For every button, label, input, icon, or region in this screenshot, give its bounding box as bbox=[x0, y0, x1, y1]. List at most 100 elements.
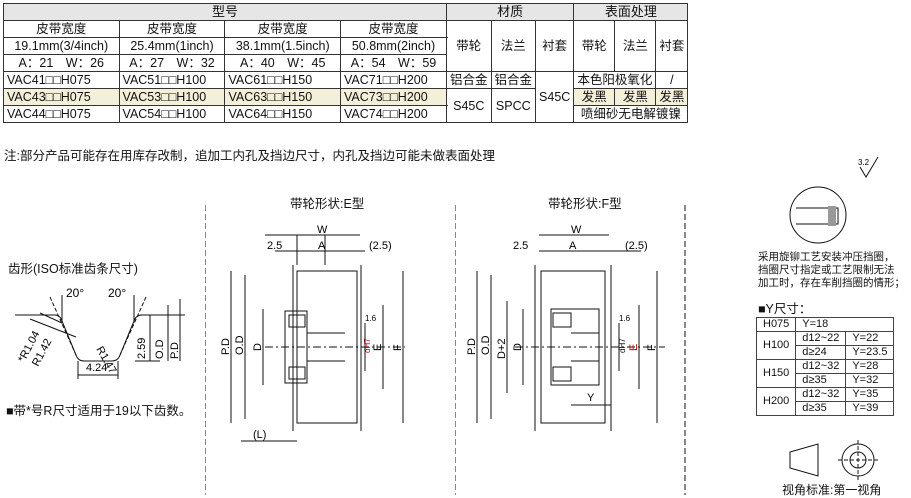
surface-row2-flange: 发黑 bbox=[614, 88, 657, 106]
f-w-label: W bbox=[571, 224, 582, 236]
f-type-drawing: W A 2.5 (2.5) P.D O.D D+2 D dH7 E F Y 1.… bbox=[455, 205, 686, 495]
y-dcond: d12~32 bbox=[795, 387, 847, 402]
width-size: 19.1mm(3/4inch) bbox=[3, 37, 120, 55]
sleeve-label: 衬套 bbox=[535, 20, 575, 72]
y-value: Y=18 bbox=[795, 317, 895, 332]
e-rough: 1.6 bbox=[365, 314, 377, 323]
tooth-pitch: 4.24 bbox=[86, 362, 107, 374]
tooth-title: 齿形(ISO标准齿条尺寸) bbox=[8, 262, 138, 276]
y-value: Y=22 bbox=[845, 331, 895, 346]
model-cell: VAC54□□H100 bbox=[118, 105, 226, 123]
model-cell: VAC41□□H075 bbox=[3, 71, 120, 89]
model-cell: VAC63□□H150 bbox=[224, 88, 342, 106]
material-flange-1: 铝合金 bbox=[490, 71, 537, 89]
model-cell: VAC73□□H200 bbox=[340, 88, 447, 106]
f-y-label: Y bbox=[587, 392, 595, 404]
tooth-footnote: ■带*号R尺寸适用于19以下齿数。 bbox=[6, 404, 192, 418]
f-a-label: A bbox=[569, 240, 577, 252]
f-left-gap: 2.5 bbox=[513, 240, 528, 252]
model-cell: VAC74□□H200 bbox=[340, 105, 447, 123]
material-pulley-2: S45C bbox=[446, 88, 492, 123]
surface-row2-pulley: 发黑 bbox=[573, 88, 616, 106]
width-aw: A：40 W：45 bbox=[224, 54, 342, 72]
surface-row1-sleeve: / bbox=[655, 71, 689, 89]
surface-row3: 喷细砂无电解镀镍 bbox=[573, 105, 689, 123]
model-cell: VAC61□□H150 bbox=[224, 71, 342, 89]
tooth-d1: 2.59 bbox=[136, 338, 148, 359]
model-cell: VAC43□□H075 bbox=[3, 88, 120, 106]
model-cell: VAC44□□H075 bbox=[3, 105, 120, 123]
width-size: 25.4mm(1inch) bbox=[118, 37, 226, 55]
material-sleeve: S45C bbox=[535, 71, 575, 123]
e-pd-label: P.D bbox=[220, 338, 232, 355]
f-dh-label: dH7 bbox=[618, 338, 627, 353]
y-value: Y=35 bbox=[845, 387, 895, 402]
surface-flange-label: 法兰 bbox=[614, 20, 657, 72]
e-d-label: D bbox=[252, 343, 264, 351]
y-code: H075 bbox=[755, 317, 797, 332]
material-flange-2: SPCC bbox=[490, 88, 537, 123]
width-aw: A：54 W：59 bbox=[340, 54, 447, 72]
detail-circle bbox=[789, 186, 847, 244]
width-label: 皮带宽度 bbox=[118, 20, 226, 38]
model-cell: VAC51□□H100 bbox=[118, 71, 226, 89]
width-label: 皮带宽度 bbox=[224, 20, 342, 38]
y-code: H150 bbox=[755, 359, 797, 388]
surface-row2-sleeve: 发黑 bbox=[655, 88, 689, 106]
first-angle-projection-icon bbox=[789, 440, 878, 480]
pulley-label: 带轮 bbox=[446, 20, 492, 72]
e-left-gap: 2.5 bbox=[267, 240, 282, 252]
roughness-symbol: 3.2 bbox=[858, 156, 879, 178]
y-code: H200 bbox=[755, 387, 797, 416]
f-e-label: E bbox=[628, 344, 640, 351]
material-header: 材质 bbox=[445, 3, 575, 21]
e-right-gap: (2.5) bbox=[369, 240, 392, 252]
y-code: H100 bbox=[755, 331, 797, 360]
e-od-label: O.D bbox=[234, 335, 246, 355]
desc-line: 采用旋铆工艺安装冲压挡圈， bbox=[758, 251, 895, 263]
f-od-label: O.D bbox=[480, 335, 492, 355]
view-standard: 视角标准:第一视角 bbox=[782, 483, 882, 497]
y-dcond: d12~32 bbox=[795, 359, 847, 374]
tooth-od: O.D bbox=[154, 339, 166, 359]
y-title: ■Y尺寸： bbox=[758, 302, 812, 316]
material-pulley-1: 铝合金 bbox=[446, 71, 492, 89]
f-rough: 1.6 bbox=[619, 314, 631, 323]
e-f-label: F bbox=[392, 344, 404, 351]
right-desc: 采用旋铆工艺安装冲压挡圈， 挡圈尺寸指定或工艺限制无法 加工时，存在车削挡圈的情… bbox=[758, 251, 905, 290]
spec-table: 型号 材质 表面处理 皮带宽度 皮带宽度 皮带宽度 皮带宽度 带轮 法兰 衬套 … bbox=[3, 3, 689, 123]
desc-line: 挡圈尺寸指定或工艺限制无法 bbox=[758, 264, 895, 276]
tooth-angle2: 20° bbox=[108, 286, 126, 300]
tooth-pd: P.D bbox=[169, 342, 181, 359]
width-label: 皮带宽度 bbox=[340, 20, 447, 38]
f-pd-label: P.D bbox=[466, 338, 478, 355]
y-dcond: d≥35 bbox=[795, 401, 847, 416]
width-size: 38.1mm(1.5inch) bbox=[224, 37, 342, 55]
width-size: 50.8mm(2inch) bbox=[340, 37, 447, 55]
f-right-gap: (2.5) bbox=[625, 240, 648, 252]
y-dcond: d≥35 bbox=[795, 373, 847, 388]
surface-header: 表面处理 bbox=[573, 3, 689, 21]
e-l-label: (L) bbox=[253, 429, 266, 441]
e-dh-label: dH7 bbox=[363, 338, 372, 353]
e-type-drawing: W A 2.5 (2.5) P.D O.D D dH7 E F (L) 1.6 bbox=[205, 205, 405, 495]
y-dcond: d12~22 bbox=[795, 331, 847, 346]
e-w-label: W bbox=[317, 224, 328, 236]
y-value: Y=28 bbox=[845, 359, 895, 374]
f-type-title: 带轮形状:F型 bbox=[548, 197, 622, 211]
e-type-title: 带轮形状:E型 bbox=[290, 197, 365, 211]
y-dcond: d≥24 bbox=[795, 345, 847, 360]
f-f-label: F bbox=[646, 344, 658, 351]
roughness-value: 3.2 bbox=[858, 158, 870, 167]
y-dimension-table: H075 Y=18 H100 d12~22 Y=22 d≥24 Y=23.5 H… bbox=[755, 317, 895, 416]
surface-row1: 本色阳极氧化 bbox=[573, 71, 657, 89]
flange-label: 法兰 bbox=[490, 20, 537, 72]
model-header: 型号 bbox=[3, 3, 447, 21]
width-label: 皮带宽度 bbox=[3, 20, 120, 38]
y-value: Y=39 bbox=[845, 401, 895, 416]
width-aw: A：21 W：26 bbox=[3, 54, 120, 72]
y-value: Y=23.5 bbox=[845, 345, 895, 360]
e-a-label: A bbox=[318, 240, 326, 252]
model-cell: VAC71□□H200 bbox=[340, 71, 447, 89]
y-value: Y=32 bbox=[845, 373, 895, 388]
